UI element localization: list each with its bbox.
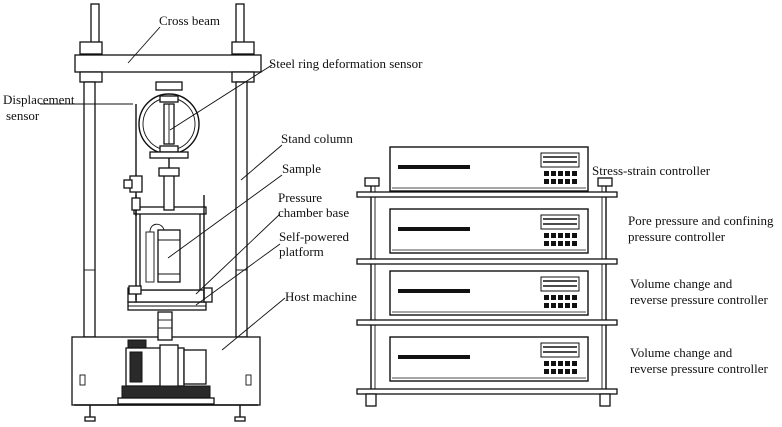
controller-button bbox=[565, 295, 570, 300]
label-self-powered-line2: platform bbox=[279, 244, 324, 259]
leader-lines bbox=[40, 26, 286, 351]
controller-button bbox=[565, 303, 570, 308]
controller-button bbox=[572, 179, 577, 184]
controller-button bbox=[544, 171, 549, 176]
controller-button bbox=[558, 369, 563, 374]
label-stress-strain-controller: Stress-strain controller bbox=[592, 163, 711, 178]
controller-unit bbox=[389, 208, 589, 254]
sample bbox=[157, 229, 181, 283]
label-volume-change-b-line2: reverse pressure controller bbox=[630, 361, 769, 376]
labels: Cross beam Steel ring deformation sensor… bbox=[3, 13, 774, 376]
controller-button bbox=[572, 369, 577, 374]
controller-button bbox=[544, 241, 549, 246]
controller-slot bbox=[398, 165, 470, 169]
controller-button bbox=[572, 303, 577, 308]
label-pressure-chamber-line1: Pressure bbox=[278, 190, 322, 205]
label-volume-change-b-line1: Volume change and bbox=[630, 345, 733, 360]
controller-button bbox=[558, 171, 563, 176]
label-cross-beam: Cross beam bbox=[159, 13, 220, 28]
controller-button bbox=[551, 303, 556, 308]
controller-button bbox=[551, 233, 556, 238]
label-stand-column: Stand column bbox=[281, 131, 353, 146]
loading-ram bbox=[157, 311, 173, 341]
controller-unit bbox=[389, 336, 589, 382]
controller-button bbox=[544, 303, 549, 308]
controller-button bbox=[565, 233, 570, 238]
controller-display bbox=[540, 214, 580, 230]
controller-rack bbox=[356, 177, 618, 407]
controller-slot bbox=[398, 289, 470, 293]
controller-button bbox=[544, 361, 549, 366]
label-pore-pressure-line2: pressure controller bbox=[628, 229, 726, 244]
controller-display bbox=[540, 342, 580, 358]
label-displacement-sensor-line1: Displacement bbox=[3, 92, 75, 107]
controller-button bbox=[572, 241, 577, 246]
label-displacement-sensor-line2: sensor bbox=[6, 108, 40, 123]
controller-button bbox=[558, 179, 563, 184]
controller-unit bbox=[389, 146, 589, 192]
label-pore-pressure-line1: Pore pressure and confining bbox=[628, 213, 774, 228]
controller-button bbox=[572, 171, 577, 176]
label-pressure-chamber-line2: chamber base bbox=[278, 205, 349, 220]
controller-button bbox=[544, 369, 549, 374]
label-host-machine: Host machine bbox=[285, 289, 357, 304]
controller-button bbox=[558, 241, 563, 246]
host-machine-frame bbox=[71, 3, 262, 422]
controller-button bbox=[551, 241, 556, 246]
label-volume-change-a-line1: Volume change and bbox=[630, 276, 733, 291]
controller-button bbox=[565, 241, 570, 246]
controller-slot bbox=[398, 355, 470, 359]
controller-button bbox=[558, 295, 563, 300]
controller-button bbox=[565, 171, 570, 176]
controller-display bbox=[540, 152, 580, 168]
controller-slot bbox=[398, 227, 470, 231]
cross-beam bbox=[74, 54, 262, 73]
displacement-sensor bbox=[123, 104, 143, 295]
steel-ring-sensor bbox=[138, 81, 200, 159]
label-volume-change-a-line2: reverse pressure controller bbox=[630, 292, 769, 307]
self-powered-platform bbox=[127, 301, 207, 311]
controller-button bbox=[572, 233, 577, 238]
drive-unit bbox=[117, 339, 215, 405]
controller-button bbox=[544, 233, 549, 238]
controller-button bbox=[572, 361, 577, 366]
pressure-chamber bbox=[133, 195, 207, 300]
controller-units bbox=[389, 146, 589, 382]
label-self-powered-line1: Self-powered bbox=[279, 229, 350, 244]
controller-button bbox=[551, 369, 556, 374]
label-sample: Sample bbox=[282, 161, 321, 176]
controller-unit bbox=[389, 270, 589, 316]
controller-button bbox=[565, 179, 570, 184]
controller-button bbox=[565, 361, 570, 366]
controller-button bbox=[551, 295, 556, 300]
controller-display bbox=[540, 276, 580, 292]
piston-rod bbox=[158, 158, 180, 211]
label-steel-ring-sensor: Steel ring deformation sensor bbox=[269, 56, 423, 71]
controller-button bbox=[551, 361, 556, 366]
controller-button bbox=[544, 295, 549, 300]
controller-button bbox=[558, 361, 563, 366]
controller-button bbox=[572, 295, 577, 300]
controller-button bbox=[544, 179, 549, 184]
controller-button bbox=[551, 179, 556, 184]
controller-button bbox=[565, 369, 570, 374]
controller-button bbox=[551, 171, 556, 176]
controller-button bbox=[558, 303, 563, 308]
controller-button bbox=[558, 233, 563, 238]
